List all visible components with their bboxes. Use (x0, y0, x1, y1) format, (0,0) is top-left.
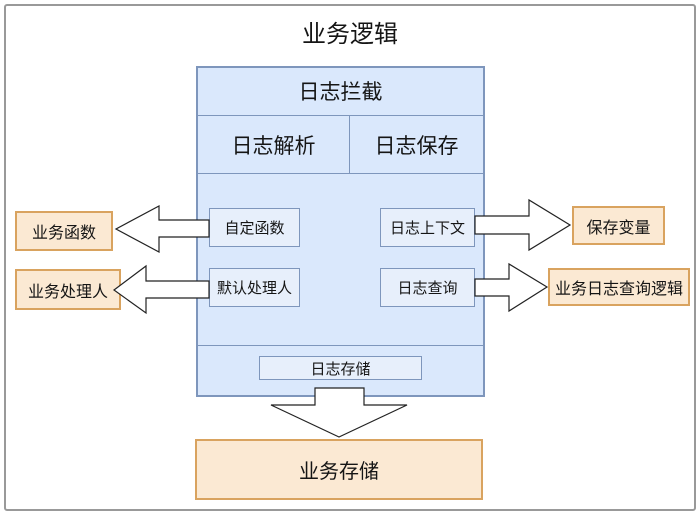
node-log-query: 日志查询 (380, 268, 475, 307)
node-business-function: 业务函数 (15, 211, 113, 251)
node-business-storage: 业务存储 (195, 439, 483, 500)
divider-below-row (198, 173, 483, 174)
node-business-log-query-logic: 业务日志查询逻辑 (548, 268, 690, 306)
divider-above-storage (198, 345, 483, 346)
node-log-context: 日志上下文 (380, 208, 475, 247)
node-log-parse: 日志解析 (231, 134, 316, 158)
node-business-handler: 业务处理人 (15, 269, 121, 310)
node-custom-function: 自定函数 (209, 208, 300, 247)
diagram-title: 业务逻辑 (302, 20, 398, 48)
outer-frame (4, 4, 696, 511)
node-log-storage: 日志存储 (259, 356, 422, 380)
divider-parse-save (349, 116, 350, 173)
node-log-save: 日志保存 (374, 134, 459, 158)
divider-below-header (198, 115, 483, 116)
node-log-interceptor-title: 日志拦截 (298, 80, 383, 104)
node-save-variable: 保存变量 (572, 206, 665, 245)
node-default-handler: 默认处理人 (209, 268, 300, 307)
